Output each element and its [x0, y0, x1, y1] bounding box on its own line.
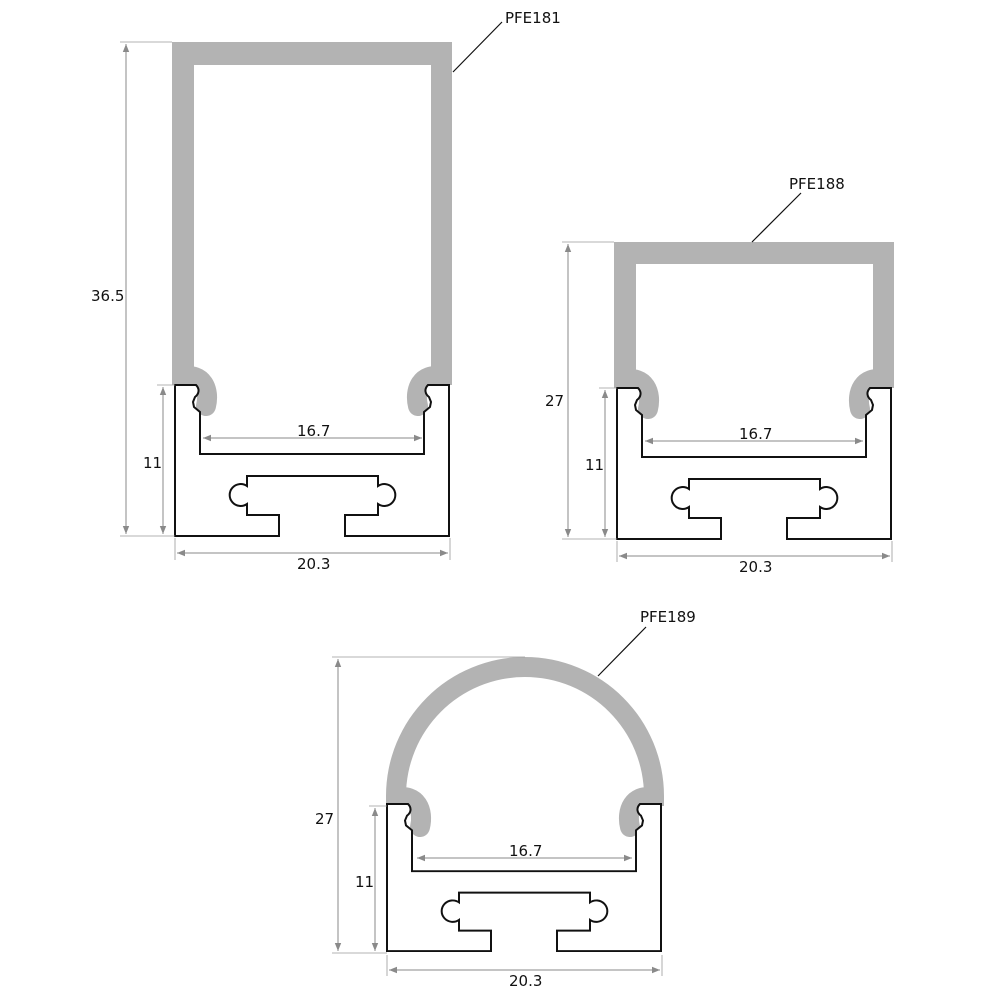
dim-base-height: 11: [585, 456, 604, 474]
profile-label: PFE189: [640, 608, 696, 626]
profile-pfe188: 27 11 16.7 20.3 PFE188: [545, 175, 894, 576]
dimensions: 27 11 16.7 20.3: [315, 656, 663, 990]
dim-height: 36.5: [91, 287, 124, 305]
dimensions: 27 11 16.7 20.3: [545, 241, 893, 576]
diffuser-hook-left: [614, 369, 659, 419]
dim-inner-width: 16.7: [739, 425, 772, 443]
diffuser-hook-right: [619, 787, 664, 837]
diffuser-rect: [172, 42, 452, 385]
dim-width: 20.3: [739, 558, 772, 576]
dim-inner-width: 16.7: [297, 422, 330, 440]
dimensions: 36.5 11 16.7 20.3: [91, 41, 451, 573]
dim-base-height: 11: [355, 873, 374, 891]
dim-inner-width: 16.7: [509, 842, 542, 860]
aluminium-base: [174, 384, 450, 537]
diffuser-hook-right: [407, 366, 452, 416]
leader-line: [751, 192, 802, 243]
profile-label: PFE188: [789, 175, 845, 193]
profile-pfe181: 36.5 11 16.7 20.3 PFE181: [91, 9, 561, 573]
diffuser-hook-left: [386, 787, 431, 837]
dim-width: 20.3: [297, 555, 330, 573]
leader-line: [597, 626, 647, 677]
dim-height: 27: [315, 810, 334, 828]
diffuser-hook-left: [172, 366, 217, 416]
dim-height: 27: [545, 392, 564, 410]
profile-pfe189: 27 11 16.7 20.3 PFE189: [315, 608, 696, 990]
diffuser-hook-right: [849, 369, 894, 419]
aluminium-base: [616, 387, 892, 540]
dim-width: 20.3: [509, 972, 542, 990]
diffuser-rect: [614, 242, 894, 388]
profile-label: PFE181: [505, 9, 561, 27]
dim-base-height: 11: [143, 454, 162, 472]
leader-line: [452, 21, 503, 73]
diffuser-dome: [386, 657, 664, 806]
